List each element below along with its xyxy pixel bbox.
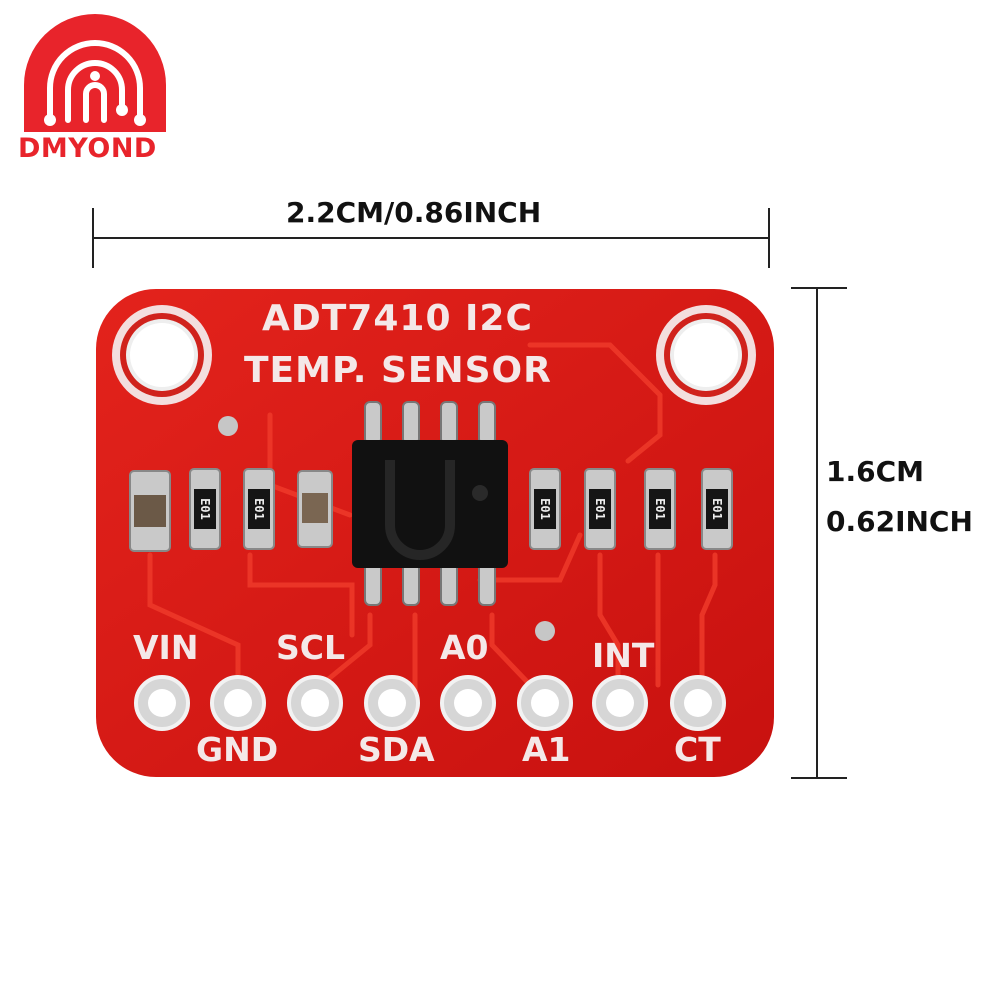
mounting-hole-left (112, 305, 212, 405)
resistor-code: E01 (653, 498, 667, 520)
pin-label-scl: SCL (276, 628, 346, 667)
pin-label-a0: A0 (440, 628, 489, 667)
pin-label-ct: CT (674, 730, 721, 769)
resistor-code: E01 (252, 498, 266, 520)
pcb-board (96, 289, 774, 777)
pin-label-int: INT (592, 636, 655, 675)
brand-name: DMYOND (18, 133, 157, 164)
resistor-code: E01 (198, 498, 212, 520)
board-title: ADT7410 I2C (262, 298, 533, 339)
width-label: 2.2CM/0.86INCH (286, 196, 542, 229)
dmyond-logo-icon (24, 14, 166, 132)
height-label-inch: 0.62INCH (826, 505, 973, 538)
board-subtitle: TEMP. SENSOR (244, 350, 552, 391)
pin-label-a1: A1 (522, 730, 571, 769)
mounting-hole-right (656, 305, 756, 405)
pin-label-sda: SDA (358, 730, 435, 769)
height-label-cm: 1.6CM (826, 455, 925, 488)
resistor-code: E01 (593, 498, 607, 520)
pin-label-gnd: GND (196, 730, 279, 769)
resistor-code: E01 (538, 498, 552, 520)
resistor-code: E01 (710, 498, 724, 520)
width-dimension-line (92, 208, 770, 268)
pin-label-vin: VIN (133, 628, 199, 667)
height-dimension-line (791, 287, 847, 779)
